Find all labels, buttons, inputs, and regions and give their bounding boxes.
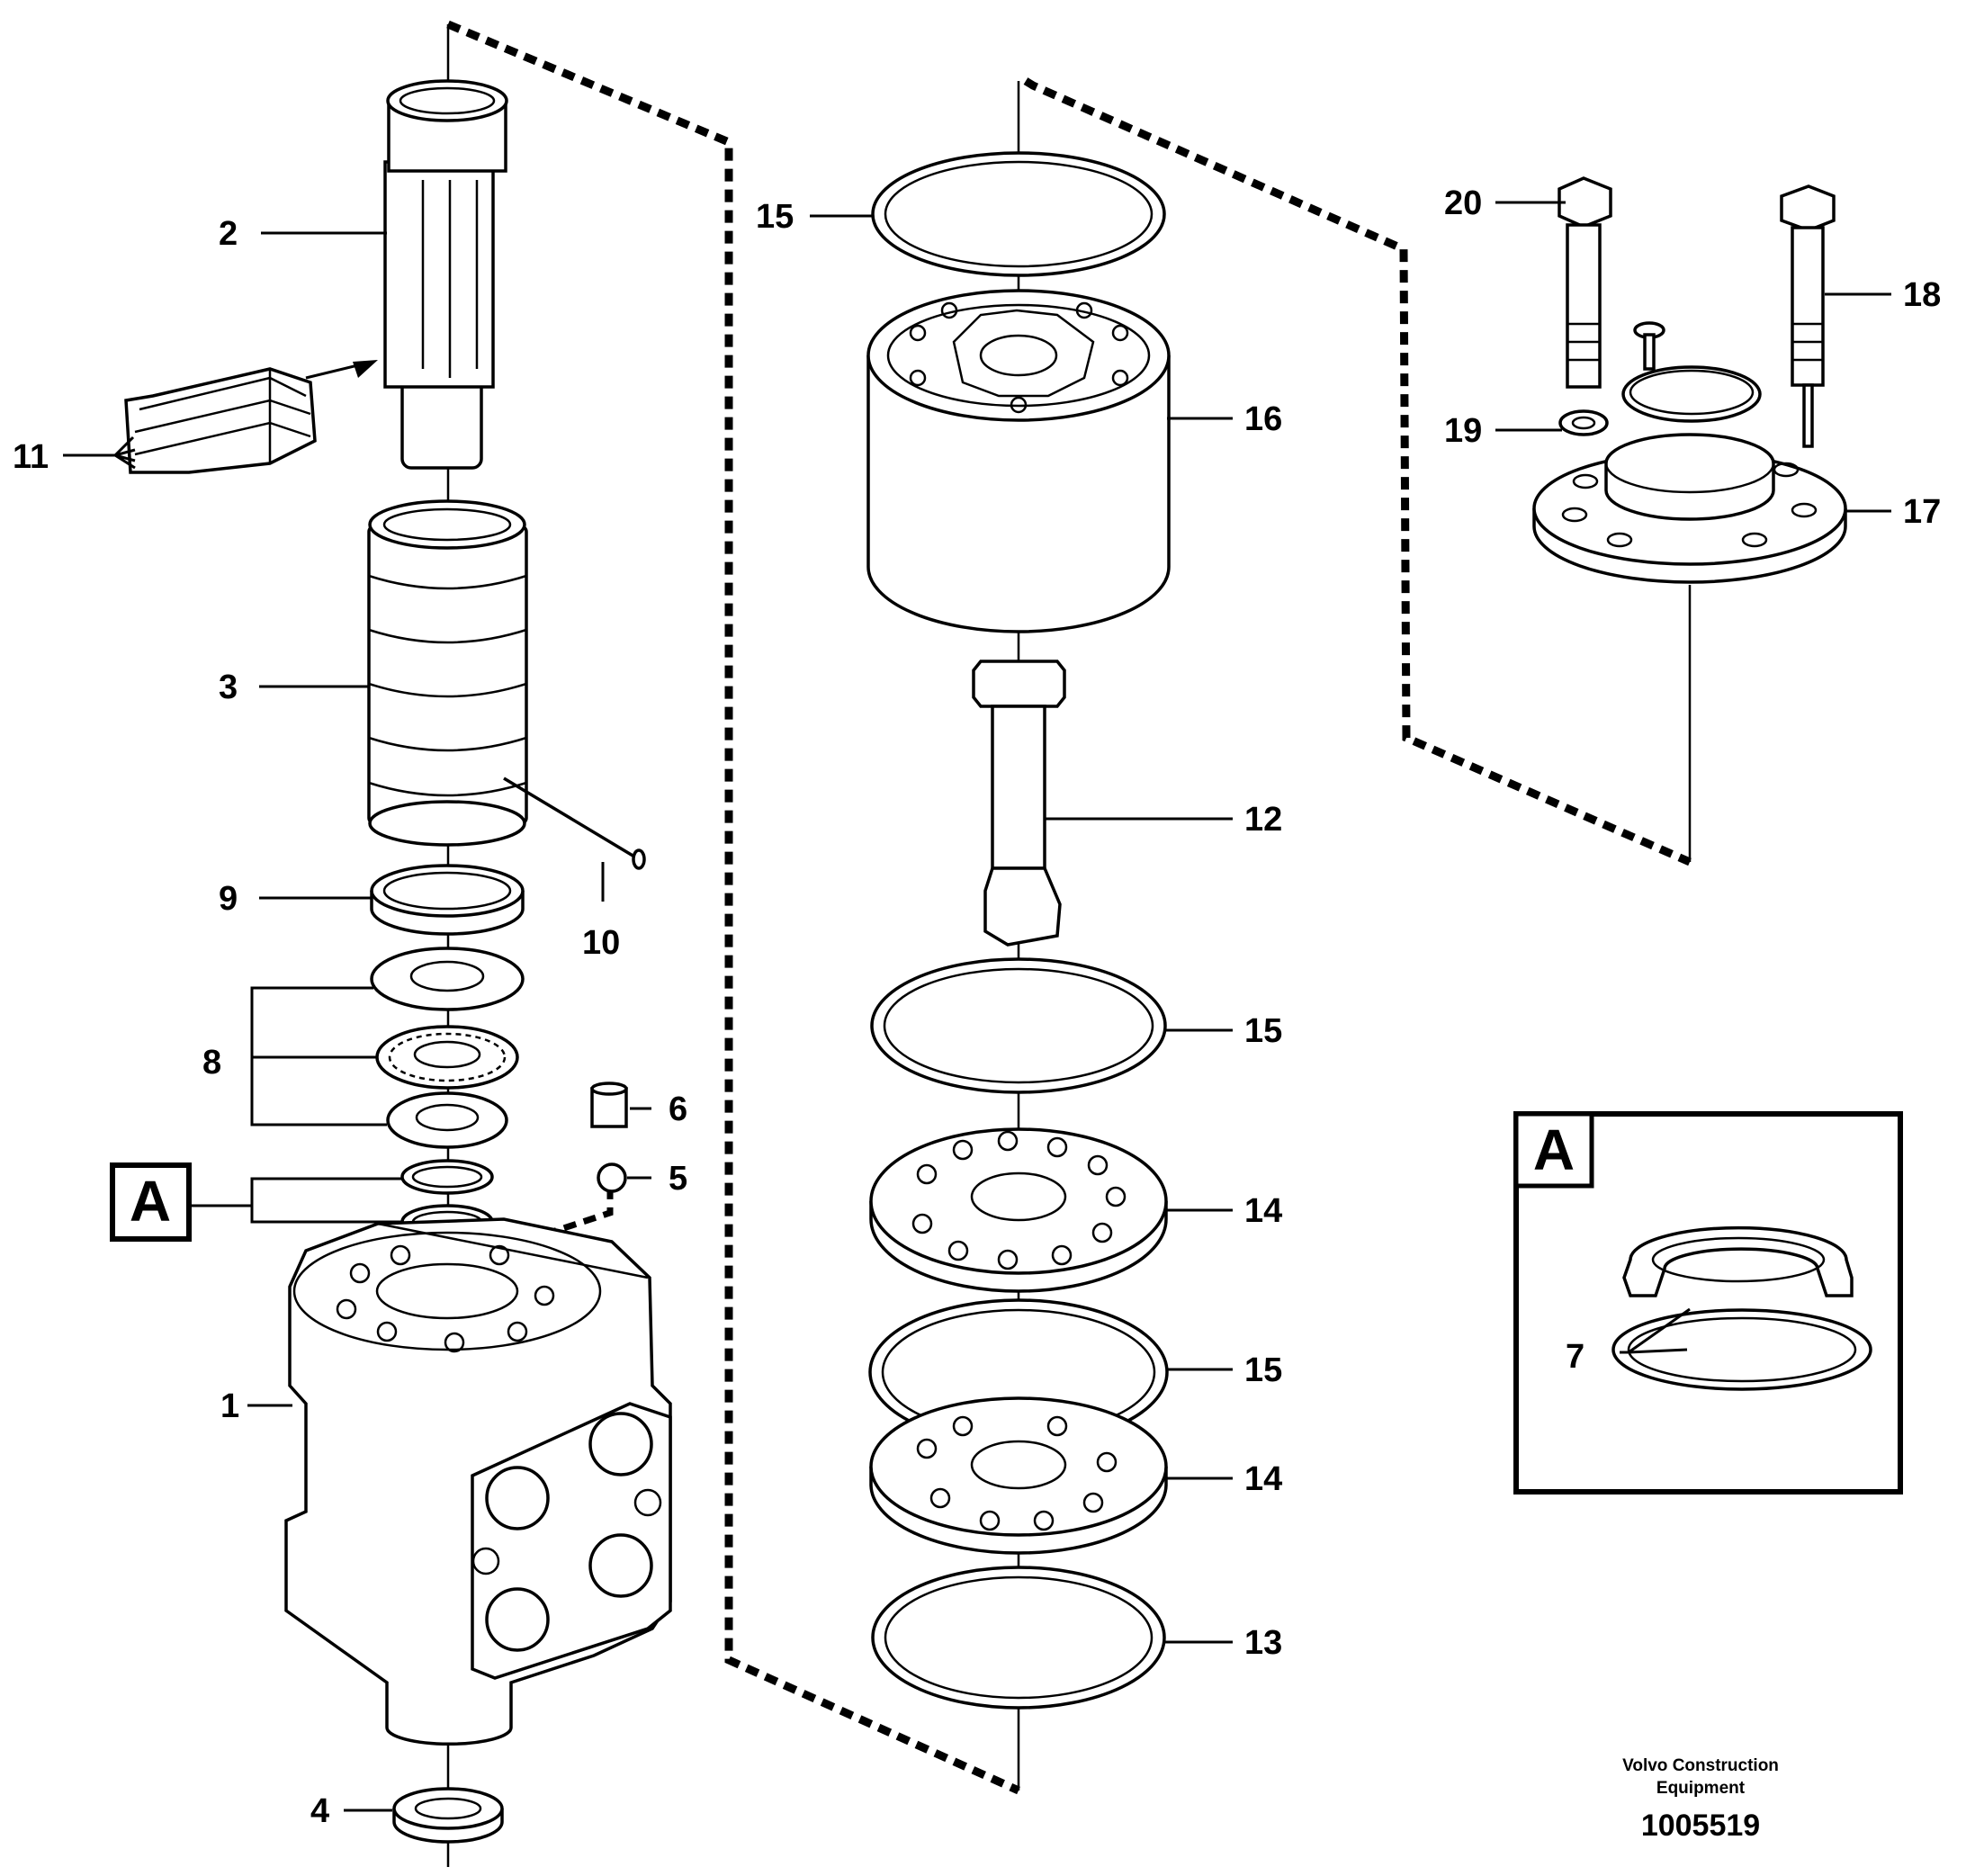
callout-leaders <box>63 201 1891 1812</box>
callout-15-top: 15 <box>756 198 794 236</box>
callout-3: 3 <box>219 669 238 706</box>
assembly-outline-middle <box>1023 77 1692 866</box>
callout-14-upper: 14 <box>1244 1192 1282 1230</box>
part-3-sleeve <box>367 499 646 870</box>
part-8-bearing-washer-bottom <box>386 1091 508 1149</box>
part-5-ball <box>597 1162 627 1193</box>
callout-19: 19 <box>1444 412 1482 450</box>
callout-16: 16 <box>1244 400 1282 438</box>
part-19-washer <box>1558 409 1609 436</box>
part-4-seal <box>392 1787 504 1844</box>
footer-drawing-number: 1005519 <box>1641 1809 1760 1843</box>
part-17-flange <box>1532 433 1847 584</box>
callout-5: 5 <box>669 1160 687 1198</box>
part-15-oring-top <box>871 151 1166 277</box>
cover-plate <box>1621 365 1762 423</box>
part-12-driveshaft <box>972 660 1066 947</box>
part-14-plate-upper <box>869 1127 1168 1293</box>
part-11-springs <box>124 360 378 474</box>
detail-tag-a-label: A <box>130 1169 171 1234</box>
footer-company-line2: Equipment <box>1656 1779 1746 1798</box>
detail-tag-a: A <box>110 1162 192 1242</box>
callout-14-lower: 14 <box>1244 1460 1282 1498</box>
cover-plate-screw <box>1633 321 1665 371</box>
callout-8: 8 <box>202 1044 221 1082</box>
callout-13: 13 <box>1244 1624 1282 1662</box>
part-15-oring-middle <box>870 957 1167 1094</box>
callout-4: 4 <box>310 1792 329 1830</box>
seal-ring-upper <box>400 1159 494 1195</box>
lower-port-dash <box>543 1186 614 1238</box>
callout-6: 6 <box>669 1091 687 1128</box>
part-8-bearing-washer-top <box>370 947 525 1011</box>
detail-a-inset <box>1513 1111 1903 1495</box>
part-2-spool <box>383 79 508 470</box>
detail-inset-tag-label: A <box>1533 1118 1575 1182</box>
callout-2: 2 <box>219 215 238 253</box>
part-16-gearset <box>866 289 1171 633</box>
part-9-ring <box>370 864 525 936</box>
part-8-bearing-needle <box>375 1025 519 1090</box>
callout-15-middle: 15 <box>1244 1012 1282 1050</box>
callout-7: 7 <box>1566 1338 1584 1376</box>
footer-company-line1: Volvo Construction <box>1622 1756 1779 1775</box>
part-18-bolt <box>1780 184 1836 448</box>
part-14-plate-lower <box>869 1396 1168 1555</box>
callout-18: 18 <box>1903 276 1941 314</box>
part-20-bolt <box>1558 176 1612 389</box>
callout-10: 10 <box>582 924 620 962</box>
callout-9: 9 <box>219 880 238 918</box>
callout-11: 11 <box>13 438 49 476</box>
callout-numbers: 2 11 3 9 10 8 6 5 1 4 15 16 12 15 14 15 … <box>13 184 1941 1830</box>
callout-1: 1 <box>220 1387 239 1425</box>
callout-17: 17 <box>1903 493 1941 531</box>
callout-20: 20 <box>1444 184 1482 222</box>
callout-15-lower: 15 <box>1244 1351 1282 1389</box>
assembly-outline-left <box>446 20 1020 1795</box>
part-1-housing <box>284 1217 672 1746</box>
callout-12: 12 <box>1244 801 1282 839</box>
part-13-oring <box>871 1566 1166 1710</box>
part-6-plug <box>590 1082 628 1128</box>
